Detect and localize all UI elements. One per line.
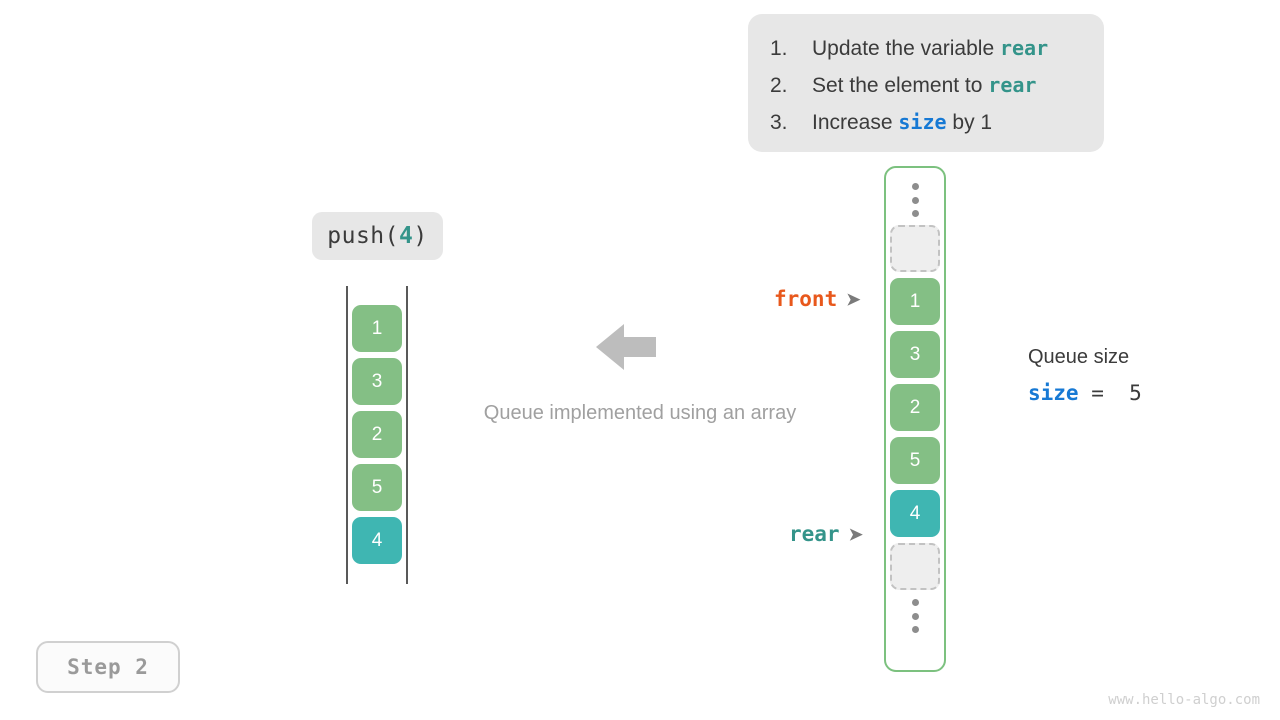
queue-cell: 3 — [352, 358, 402, 405]
rear-pointer: rear ➤ — [789, 522, 863, 546]
instruction-text: Increase size by 1 — [812, 110, 993, 134]
front-pointer: front ➤ — [774, 287, 860, 311]
array-cell-empty — [890, 543, 940, 590]
pointer-arrow-icon: ➤ — [848, 524, 863, 544]
array-rail-left — [346, 286, 348, 584]
array-rail-right — [406, 286, 408, 584]
vertical-dots-icon — [911, 599, 919, 633]
queue-cell: 5 — [352, 464, 402, 511]
keyword-rear: rear — [988, 73, 1037, 97]
logical-queue-array: 1 3 2 5 4 — [346, 286, 408, 584]
vertical-dots-icon — [911, 183, 919, 217]
step-badge: Step 2 — [36, 641, 180, 693]
instruction-item: 3. Increase size by 1 — [770, 110, 1104, 147]
rear-pointer-label: rear — [789, 522, 840, 546]
queue-size-readout: Queue size size = 5 — [1028, 343, 1248, 405]
queue-cell-highlighted: 4 — [352, 517, 402, 564]
keyword-rear: rear — [999, 36, 1049, 60]
array-cell: 1 — [890, 278, 940, 325]
keyword-size: size — [898, 110, 947, 134]
array-cell: 2 — [890, 384, 940, 431]
operation-close-paren: ) — [413, 223, 428, 249]
operation-name: push( — [327, 223, 400, 249]
operation-chip: push(4) — [312, 212, 443, 260]
instruction-number: 3. — [770, 111, 788, 134]
logical-queue-cells: 1 3 2 5 4 — [352, 305, 402, 570]
watermark: www.hello-algo.com — [1108, 692, 1260, 708]
array-cell: 5 — [890, 437, 940, 484]
instruction-number: 2. — [770, 74, 788, 97]
instruction-item: 1. Update the variable rear — [770, 36, 1104, 73]
size-variable: size — [1028, 381, 1079, 405]
flow-caption: Queue implemented using an array — [483, 402, 797, 424]
instruction-number: 1. — [770, 37, 788, 60]
array-cell: 3 — [890, 331, 940, 378]
instruction-text: Set the element to rear — [812, 73, 1037, 97]
queue-cell: 1 — [352, 305, 402, 352]
size-value: = 5 — [1078, 381, 1142, 405]
array-cell-highlighted: 4 — [890, 490, 940, 537]
instruction-item: 2. Set the element to rear — [770, 73, 1104, 110]
array-cell-empty — [890, 225, 940, 272]
queue-size-expression: size = 5 — [1028, 381, 1248, 405]
queue-cell: 2 — [352, 411, 402, 458]
queue-size-title: Queue size — [1028, 346, 1130, 368]
instructions-panel: 1. Update the variable rear 2. Set the e… — [748, 14, 1104, 152]
physical-array-container: 1 3 2 5 4 — [884, 166, 946, 672]
operation-argument: 4 — [399, 223, 414, 249]
pointer-arrow-icon: ➤ — [846, 289, 861, 309]
front-pointer-label: front — [774, 287, 838, 311]
arrow-left-icon — [596, 324, 656, 370]
instruction-text: Update the variable rear — [812, 36, 1049, 60]
